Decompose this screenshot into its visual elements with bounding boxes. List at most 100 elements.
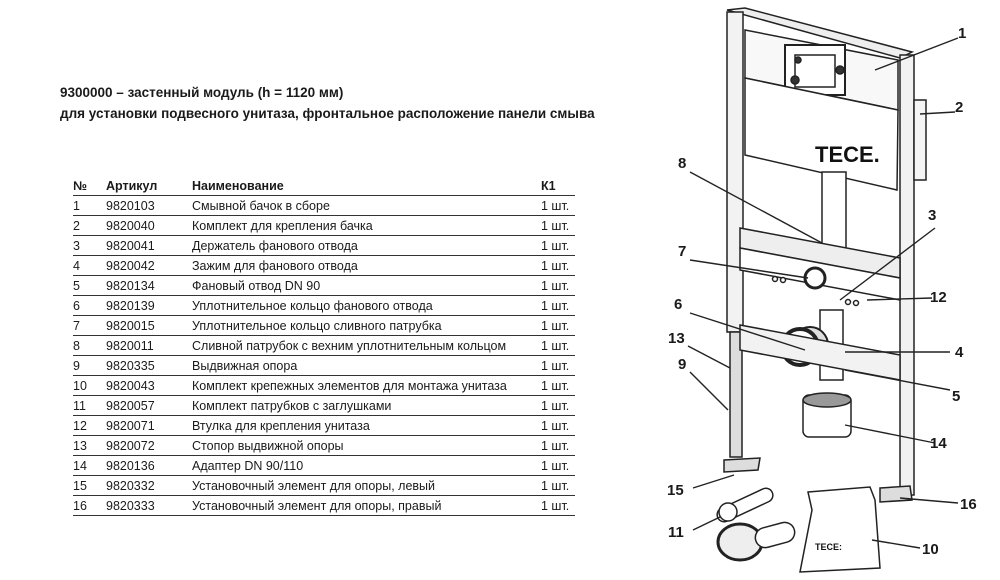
col-qty: К1 [541,176,575,196]
cell-qty: 1 шт. [541,375,575,396]
cell-qty: 1 шт. [541,315,575,336]
cell-article: 9820040 [106,215,192,236]
cell-article: 9820335 [106,355,192,376]
cell-name: Комплект патрубков с заглушками [192,395,541,416]
cell-number: 16 [73,495,106,516]
callout-3: 3 [928,207,936,224]
cell-article: 9820333 [106,495,192,516]
cell-name: Выдвижная опора [192,355,541,376]
document-title: 9300000 – застенный модуль (h = 1120 мм) [60,85,344,100]
cell-article: 9820134 [106,275,192,296]
cell-article: 9820057 [106,395,192,416]
cell-qty: 1 шт. [541,475,575,496]
cell-number: 6 [73,295,106,316]
callout-11: 11 [668,524,684,541]
document-subtitle: для установки подвесного унитаза, фронта… [60,106,595,121]
frame: TECE. TECE: [716,7,927,573]
brand-logo: TECE. [815,142,880,167]
cell-qty: 1 шт. [541,335,575,356]
cell-number: 8 [73,335,106,356]
callout-10: 10 [922,541,939,558]
cell-article: 9820071 [106,415,192,436]
cell-number: 5 [73,275,106,296]
cell-qty: 1 шт. [541,195,575,216]
cell-qty: 1 шт. [541,415,575,436]
cell-article: 9820332 [106,475,192,496]
cell-number: 9 [73,355,106,376]
bag-brand: TECE: [815,542,842,552]
cell-name: Зажим для фанового отвода [192,255,541,276]
callout-15: 15 [667,482,684,499]
cell-name: Смывной бачок в сборе [192,195,541,216]
cell-qty: 1 шт. [541,495,575,516]
cell-name: Сливной патрубок с вехним уплотнительным… [192,335,541,356]
cell-number: 12 [73,415,106,436]
callout-6: 6 [674,296,682,313]
cell-name: Фановый отвод DN 90 [192,275,541,296]
cell-article: 9820043 [106,375,192,396]
cell-article: 9820042 [106,255,192,276]
cell-article: 9820011 [106,335,192,356]
cell-qty: 1 шт. [541,295,575,316]
cell-number: 10 [73,375,106,396]
cell-number: 1 [73,195,106,216]
cell-article: 9820041 [106,235,192,256]
cell-article: 9820072 [106,435,192,456]
cell-name: Стопор выдвижной опоры [192,435,541,456]
callout-13: 13 [668,330,685,347]
cell-article: 9820139 [106,295,192,316]
cell-name: Уплотнительное кольцо фанового отвода [192,295,541,316]
cell-name: Установочный элемент для опоры, левый [192,475,541,496]
callout-14: 14 [930,435,947,452]
callout-7: 7 [678,243,686,260]
cell-article: 9820136 [106,455,192,476]
exploded-diagram: TECE. TECE: [667,7,977,573]
callout-12: 12 [930,289,947,306]
cell-article: 9820103 [106,195,192,216]
cell-number: 11 [73,395,106,416]
cell-name: Втулка для крепления унитаза [192,415,541,436]
cell-qty: 1 шт. [541,215,575,236]
callout-4: 4 [955,344,964,361]
cell-qty: 1 шт. [541,435,575,456]
cell-qty: 1 шт. [541,275,575,296]
cell-name: Комплект для крепления бачка [192,215,541,236]
cell-name: Адаптер DN 90/110 [192,455,541,476]
cell-name: Установочный элемент для опоры, правый [192,495,541,516]
cell-number: 4 [73,255,106,276]
cell-qty: 1 шт. [541,235,575,256]
cell-qty: 1 шт. [541,455,575,476]
cell-number: 15 [73,475,106,496]
callout-9: 9 [678,356,686,373]
cell-qty: 1 шт. [541,395,575,416]
cell-article: 9820015 [106,315,192,336]
cell-qty: 1 шт. [541,255,575,276]
col-number: № [73,176,106,196]
callout-8: 8 [678,155,686,172]
cell-number: 7 [73,315,106,336]
callout-1: 1 [958,25,966,42]
cell-name: Уплотнительное кольцо сливного патрубка [192,315,541,336]
table-header: № Артикул Наименование К1 [73,176,575,196]
callout-16: 16 [960,496,977,513]
col-article: Артикул [106,176,192,196]
col-name: Наименование [192,176,541,196]
cell-number: 14 [73,455,106,476]
